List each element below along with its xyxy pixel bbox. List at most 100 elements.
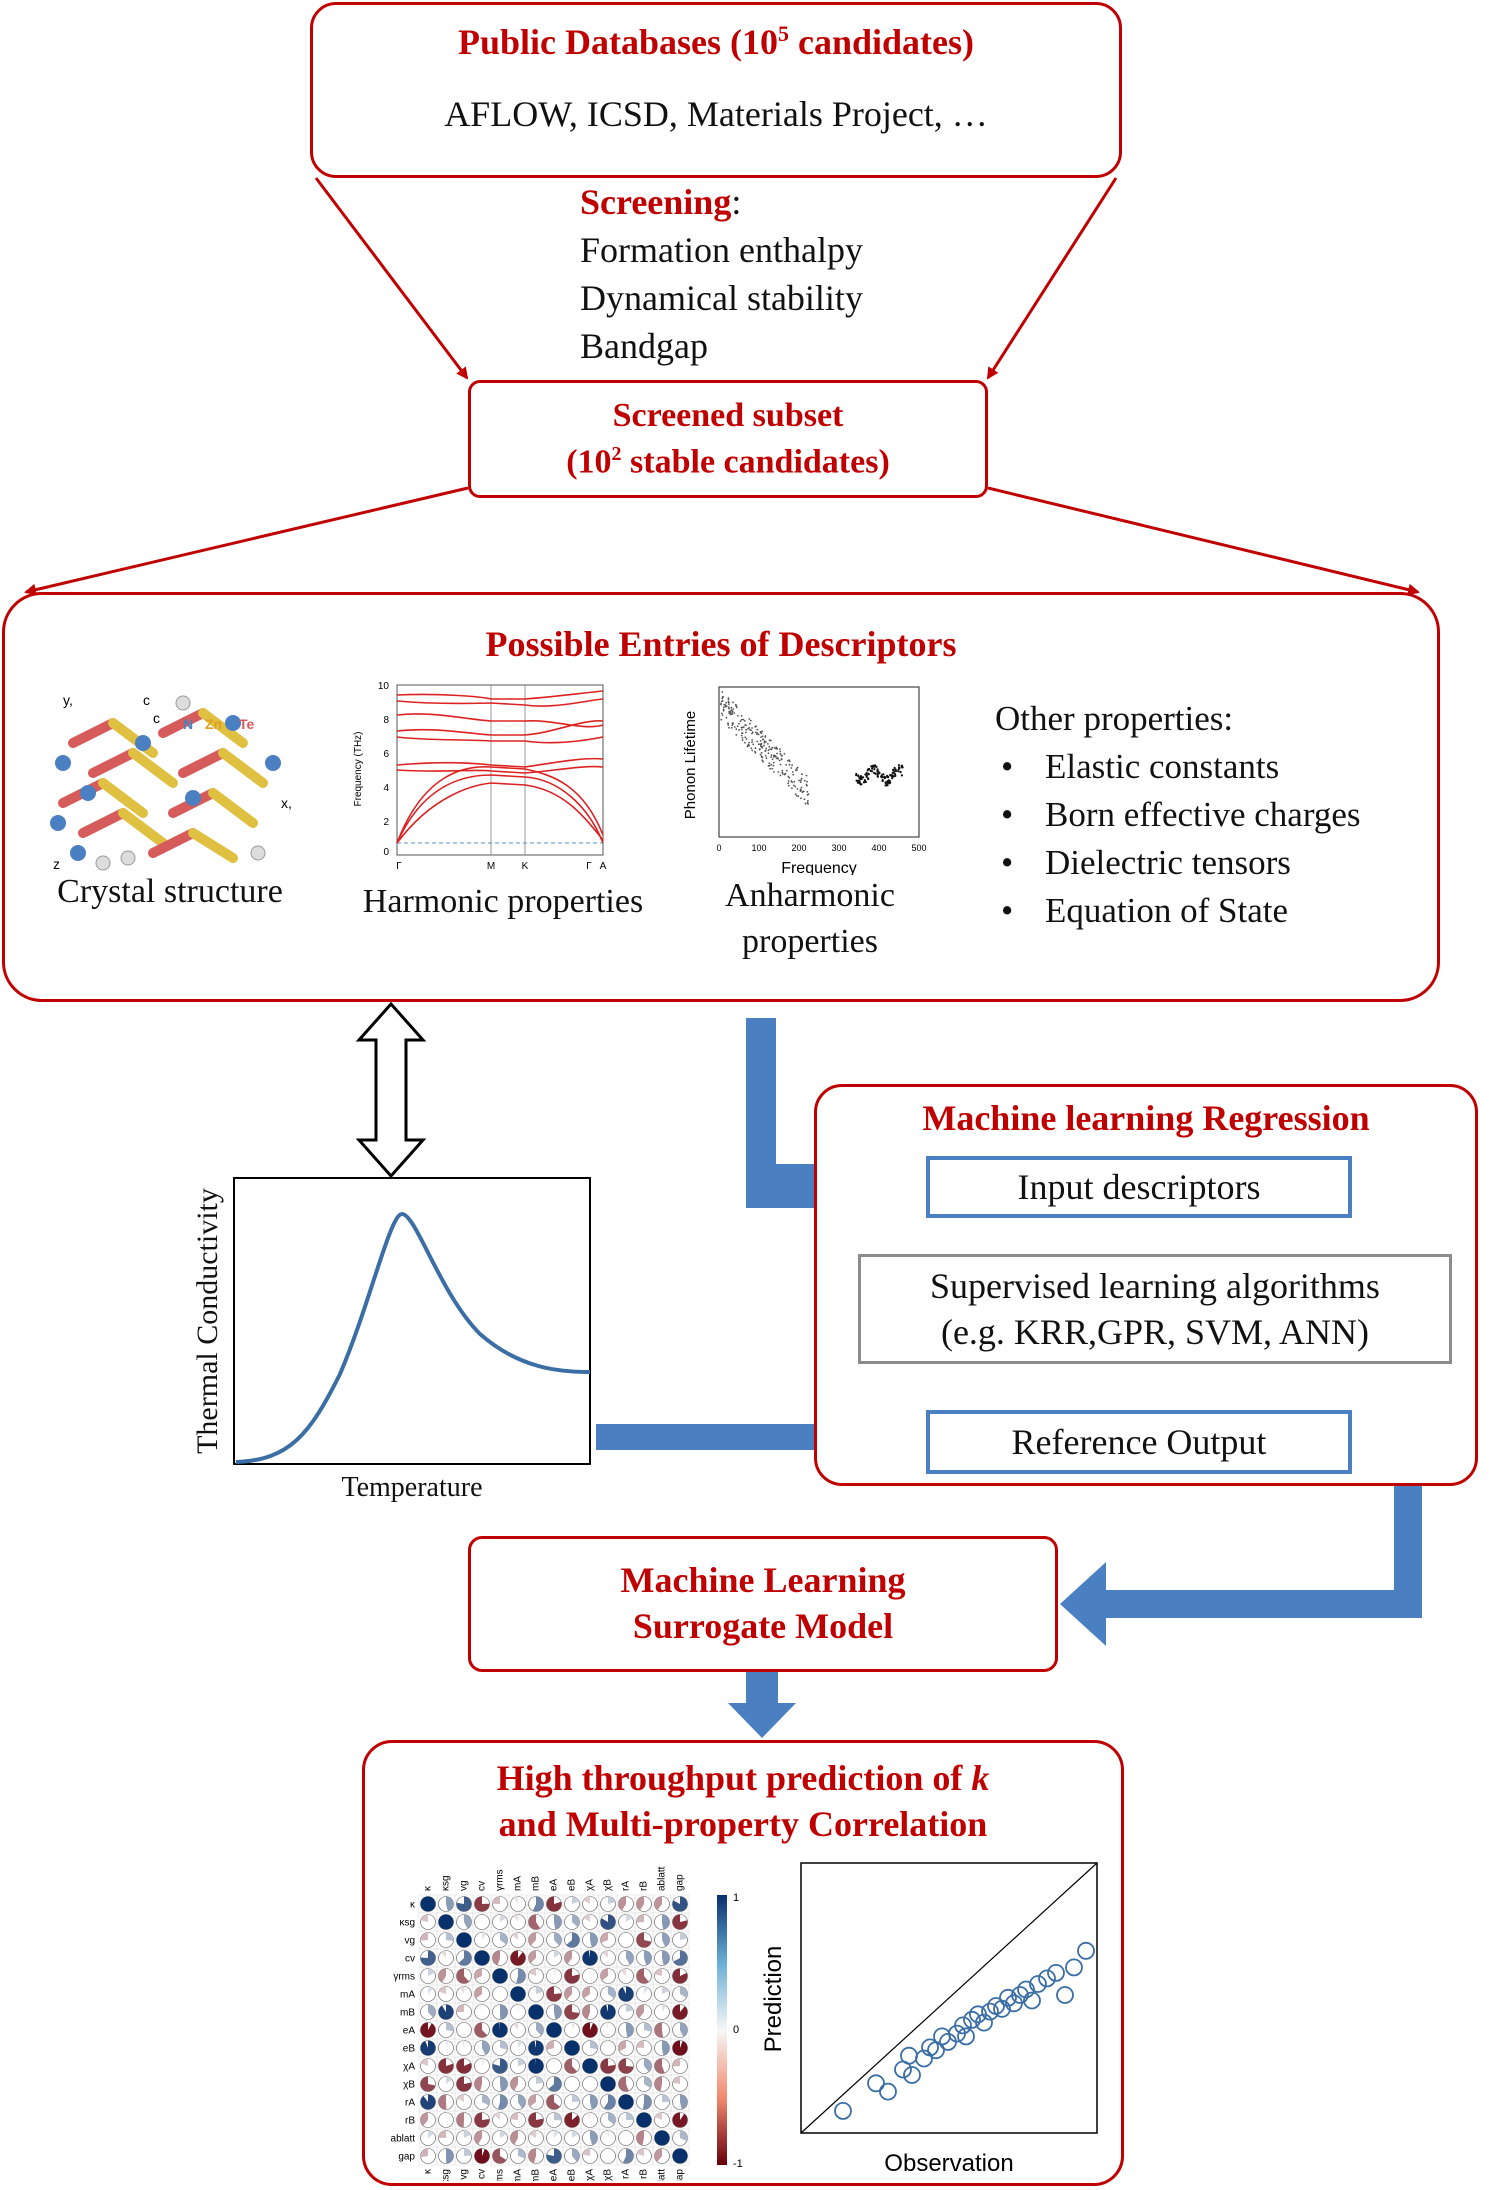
lifetime-dot	[741, 737, 744, 739]
corr-col-label: ablatt	[657, 2169, 668, 2181]
corr-glyph-fill	[420, 1914, 428, 1922]
corr-glyph-fill	[446, 1896, 454, 1912]
corr-glyph-fill	[438, 2004, 454, 2020]
lifetime-dot	[748, 727, 751, 729]
lifetime-dot	[727, 698, 730, 701]
lifetime-dot	[735, 704, 737, 706]
ml-regression-title: Machine learning Regression	[922, 1098, 1370, 1138]
corr-glyph-fill	[428, 2004, 436, 2018]
corr-row-label: κsg	[399, 1918, 415, 1929]
corr-row-label: ablatt	[391, 2134, 416, 2145]
lifetime-dot	[795, 767, 798, 770]
lifetime-dot	[870, 770, 874, 773]
corr-glyph-fill	[600, 2076, 616, 2092]
harmonic-caption: Harmonic properties	[362, 883, 644, 920]
crystal-structure-image: y, c c N Zn Te x, z	[50, 692, 292, 872]
lifetime-xtick: 0	[716, 843, 721, 853]
thermal-to-reference-arrow	[596, 1408, 926, 1466]
corr-glyph-fill	[516, 1968, 526, 1984]
property-equation-of-state: Equation of State	[995, 887, 1361, 935]
lifetime-dot	[798, 779, 800, 782]
parity-point	[1029, 1975, 1047, 1993]
spread-left-arrow	[24, 486, 469, 596]
corr-glyph-fill	[494, 2112, 500, 2120]
corr-glyph-fill	[554, 1968, 557, 1976]
corr-glyph-fill	[644, 2058, 652, 2072]
corr-glyph-fill	[518, 2148, 526, 2159]
parity-plot: Observation Prediction	[760, 1862, 1098, 2177]
lifetime-xtick: 100	[751, 843, 766, 853]
lifetime-dot	[751, 732, 753, 735]
lifetime-dot	[775, 747, 777, 750]
corr-glyph	[582, 2076, 598, 2092]
lifetime-dot	[760, 745, 762, 748]
corr-glyph-fill	[590, 1932, 598, 1948]
lifetime-dot	[721, 691, 724, 693]
corr-row-label: gap	[398, 2152, 415, 2163]
corr-glyph-fill	[446, 1932, 454, 1942]
lifetime-dot	[725, 716, 728, 719]
lifetime-dot	[867, 773, 870, 776]
lifetime-dot	[740, 718, 743, 721]
corr-col-label: χA	[585, 1879, 596, 1891]
corr-glyph-fill	[482, 2094, 490, 2106]
lifetime-dot	[757, 743, 760, 746]
corr-glyph-fill	[474, 2112, 490, 2128]
lifetime-dot	[740, 715, 743, 717]
lifetime-dot	[728, 707, 730, 710]
lifetime-dot	[891, 777, 894, 780]
corr-glyph-fill	[618, 1986, 634, 2002]
corr-glyph-fill	[608, 2130, 611, 2138]
lifetime-dot	[804, 802, 807, 805]
corr-glyph-fill	[626, 1914, 633, 1922]
lifetime-ylabel: Phonon Lifetime	[682, 711, 699, 819]
correlation-matrix: κκκκsgκsgκsgvgvgvgcvcvcvγrmsγrmsγrmsmAmA…	[391, 1866, 743, 2181]
corr-glyph-fill	[654, 2058, 665, 2074]
lifetime-dot	[768, 745, 771, 748]
lifetime-dot	[745, 724, 747, 727]
reference-output-box: Reference Output	[926, 1410, 1352, 1474]
lifetime-dot	[794, 785, 797, 788]
lifetime-dot	[723, 703, 726, 706]
lifetime-dot	[857, 774, 860, 777]
lifetime-dot	[791, 771, 794, 773]
lifetime-dot	[728, 712, 731, 715]
corr-glyph-fill	[512, 1932, 518, 1940]
corr-row-label: mA	[400, 1990, 415, 2001]
supervised-algorithms-box: Supervised learning algorithms (e.g. KRR…	[858, 1254, 1452, 1364]
lifetime-dot	[856, 781, 859, 784]
corr-glyph-fill	[606, 2040, 608, 2048]
lifetime-dot	[796, 788, 799, 790]
corr-glyph-fill	[500, 1914, 507, 1922]
criterion-dynamical-stability: Dynamical stability	[580, 278, 863, 318]
lifetime-dot	[760, 751, 763, 754]
corr-glyph-fill	[582, 2148, 590, 2156]
phonon-ytick: 4	[383, 783, 389, 794]
corr-glyph-fill	[636, 2130, 644, 2146]
corr-glyph-fill	[446, 2148, 454, 2164]
corr-col-label: cv	[477, 1881, 488, 1891]
lifetime-dot	[788, 759, 790, 761]
corr-glyph	[618, 1932, 634, 1948]
corr-glyph-fill	[618, 2058, 634, 2074]
corr-glyph-fill	[428, 2130, 435, 2138]
corr-glyph-fill	[510, 1986, 526, 2002]
corr-glyph-fill	[510, 2130, 518, 2145]
lifetime-dot	[749, 719, 752, 722]
lifetime-dot	[858, 782, 861, 785]
corr-glyph-fill	[608, 2112, 616, 2125]
corr-row-label: χA	[403, 2062, 415, 2073]
lifetime-dot	[791, 764, 793, 767]
lifetime-dot	[730, 706, 733, 709]
corr-glyph-fill	[672, 2058, 680, 2067]
corr-glyph-fill	[546, 2148, 562, 2164]
lifetime-dot	[779, 774, 782, 777]
lifetime-dot	[781, 755, 783, 757]
corr-cell	[670, 2146, 690, 2166]
lifetime-dot	[731, 724, 734, 726]
prediction-title-line1: High throughput prediction of k	[496, 1758, 990, 1798]
corr-glyph-fill	[566, 1932, 580, 1948]
corr-glyph-fill	[582, 1950, 598, 1966]
corr-glyph-fill	[474, 2130, 482, 2145]
lifetime-dot	[770, 748, 773, 751]
